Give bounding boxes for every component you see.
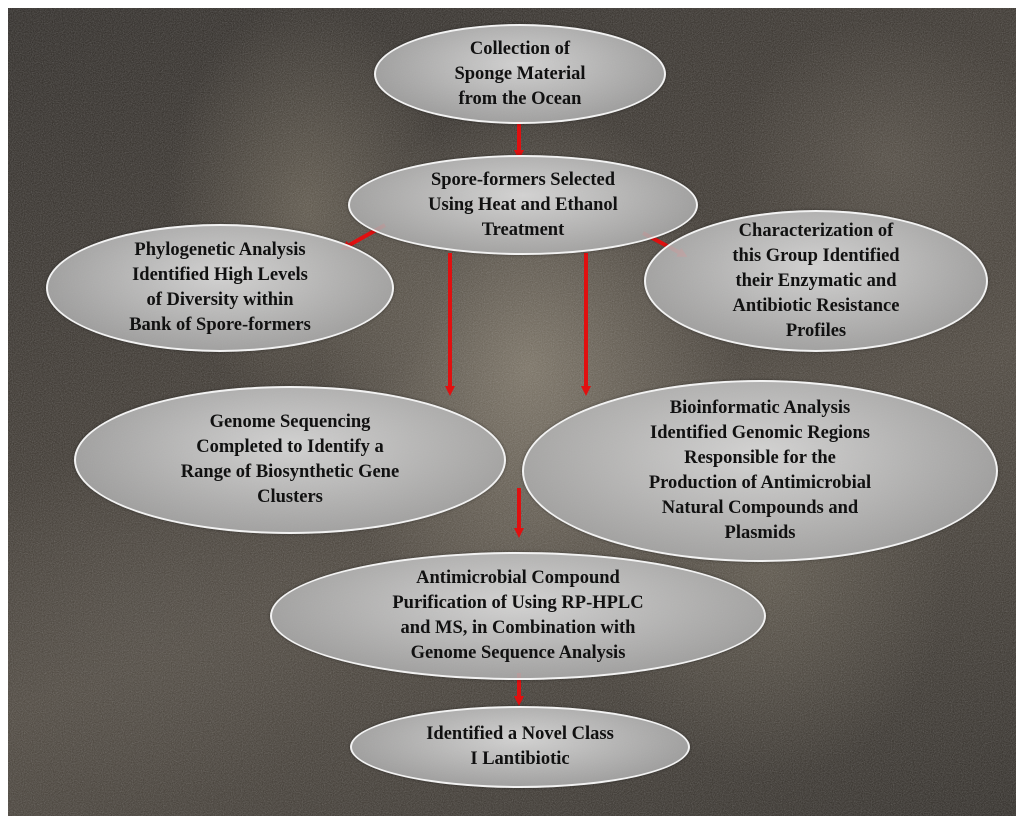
node-lantibiotic-label: Identified a Novel Class I Lantibiotic (426, 724, 614, 769)
node-purification: Antimicrobial Compound Purification of U… (270, 552, 766, 680)
node-phylogenetic-label: Phylogenetic Analysis Identified High Le… (129, 240, 311, 335)
node-spore-formers: Spore-formers Selected Using Heat and Et… (348, 155, 698, 255)
node-genome-sequencing-label: Genome Sequencing Completed to Identify … (180, 412, 400, 507)
node-lantibiotic: Identified a Novel Class I Lantibiotic (350, 706, 690, 788)
node-purification-label: Antimicrobial Compound Purification of U… (392, 568, 644, 663)
node-bioinformatic-label: Bioinformatic Analysis Identified Genomi… (648, 398, 872, 543)
node-genome-sequencing: Genome Sequencing Completed to Identify … (74, 386, 506, 534)
node-bioinformatic: Bioinformatic Analysis Identified Genomi… (522, 380, 998, 562)
node-collection-label: Collection of Sponge Material from the O… (454, 38, 586, 109)
diagram-canvas: Collection of Sponge Material from the O… (8, 8, 1016, 816)
node-spore-formers-label: Spore-formers Selected Using Heat and Et… (428, 169, 618, 240)
node-characterization-label: Characterization of this Group Identifie… (732, 220, 900, 341)
node-phylogenetic: Phylogenetic Analysis Identified High Le… (46, 224, 394, 352)
node-collection: Collection of Sponge Material from the O… (374, 24, 666, 124)
node-characterization: Characterization of this Group Identifie… (644, 210, 988, 352)
